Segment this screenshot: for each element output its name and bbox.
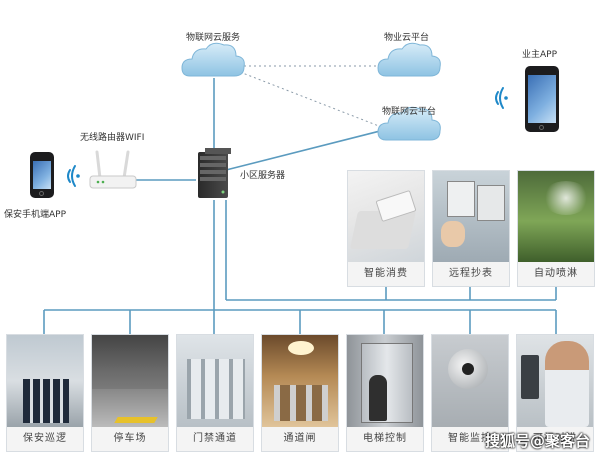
elevator-control-photo: [347, 335, 423, 427]
label-server: 小区服务器: [240, 171, 286, 181]
caption-remote-meter: 远程抄表: [433, 262, 509, 286]
service-card-parking: 停车场: [91, 334, 169, 452]
service-card-smart-consumption: 智能消费: [347, 170, 425, 287]
service-card-passage-gate: 通道闸: [261, 334, 339, 452]
service-card-remote-meter: 远程抄表: [432, 170, 510, 287]
dotted-top-to-iot: [239, 71, 385, 129]
auto-sprinkler-photo: [518, 171, 594, 262]
passenger-image: [369, 375, 387, 421]
service-card-elevator-control: 电梯控制: [346, 334, 424, 452]
owner-phone-home-button: [539, 125, 544, 130]
service-card-smart-monitoring: 智能监控: [431, 334, 509, 452]
service-card-access-gate: 门禁通道: [176, 334, 254, 452]
security-patrol-photo: [7, 335, 83, 427]
owner-phone-image: [525, 66, 559, 132]
caption-parking: 停车场: [92, 427, 168, 451]
guard-phone-screen: [33, 161, 51, 189]
label-router: 无线路由器WIFI: [80, 133, 145, 143]
intercom-panel-image: [521, 355, 539, 399]
dotted-links: [239, 65, 385, 129]
meter-box-image: [447, 181, 475, 217]
label-iot-cloud-top: 物联网云服务: [186, 33, 241, 43]
watermark: 搜狐号@聚客台: [484, 432, 590, 450]
smart-consumption-photo: [348, 171, 424, 262]
service-card-auto-sprinkler: 自动喷淋: [517, 170, 595, 287]
label-guard-app: 保安手机端APP: [4, 210, 67, 220]
caption-access-gate: 门禁通道: [177, 427, 253, 451]
guard-phone-image: [30, 152, 54, 198]
label-owner-app: 业主APP: [522, 50, 558, 60]
server-icon: [198, 148, 231, 198]
owner-phone-screen: [528, 75, 556, 123]
wifi-signal-icon-left: [67, 165, 80, 187]
wifi-signal-icon-right: [495, 87, 508, 109]
caption-security-patrol: 保安巡逻: [7, 427, 83, 451]
video-intercom-photo: [517, 335, 593, 427]
turnstile-image: [187, 359, 245, 419]
ceiling-light-image: [288, 341, 314, 355]
sprinkler-spray-image: [542, 181, 590, 215]
parking-lane-image: [114, 417, 158, 423]
caption-video-intercom: 可视对讲: [517, 427, 593, 451]
service-card-video-intercom: 可视对讲: [516, 334, 594, 452]
meter-box-image-2: [477, 185, 505, 221]
label-iot-cloud-right: 物联网云平台: [382, 107, 437, 117]
caption-passage-gate: 通道闸: [262, 427, 338, 451]
label-property-cloud: 物业云平台: [384, 33, 430, 43]
caption-smart-monitoring: 智能监控: [432, 427, 508, 451]
parking-photo: [92, 335, 168, 427]
guard-phone-home-button: [39, 191, 44, 196]
camera-lens-image: [462, 363, 474, 375]
passage-gate-photo: [262, 335, 338, 427]
line-iot-to-server: [225, 129, 385, 171]
caption-auto-sprinkler: 自动喷淋: [518, 262, 594, 286]
gate-barrier-image: [274, 385, 328, 421]
meter-hand-image: [441, 221, 465, 247]
cloud-icon-property: [377, 42, 441, 77]
connection-lines: [43, 78, 557, 334]
cloud-icon-iot: [377, 106, 441, 141]
access-gate-photo: [177, 335, 253, 427]
caption-smart-consumption: 智能消费: [348, 262, 424, 286]
caption-elevator-control: 电梯控制: [347, 427, 423, 451]
remote-meter-photo: [433, 171, 509, 262]
router-icon: [89, 150, 137, 189]
man-image: [545, 341, 589, 427]
service-card-security-patrol: 保安巡逻: [6, 334, 84, 452]
smart-monitoring-photo: [432, 335, 508, 427]
guards-image: [23, 379, 69, 423]
cloud-icon-top: [181, 42, 245, 77]
